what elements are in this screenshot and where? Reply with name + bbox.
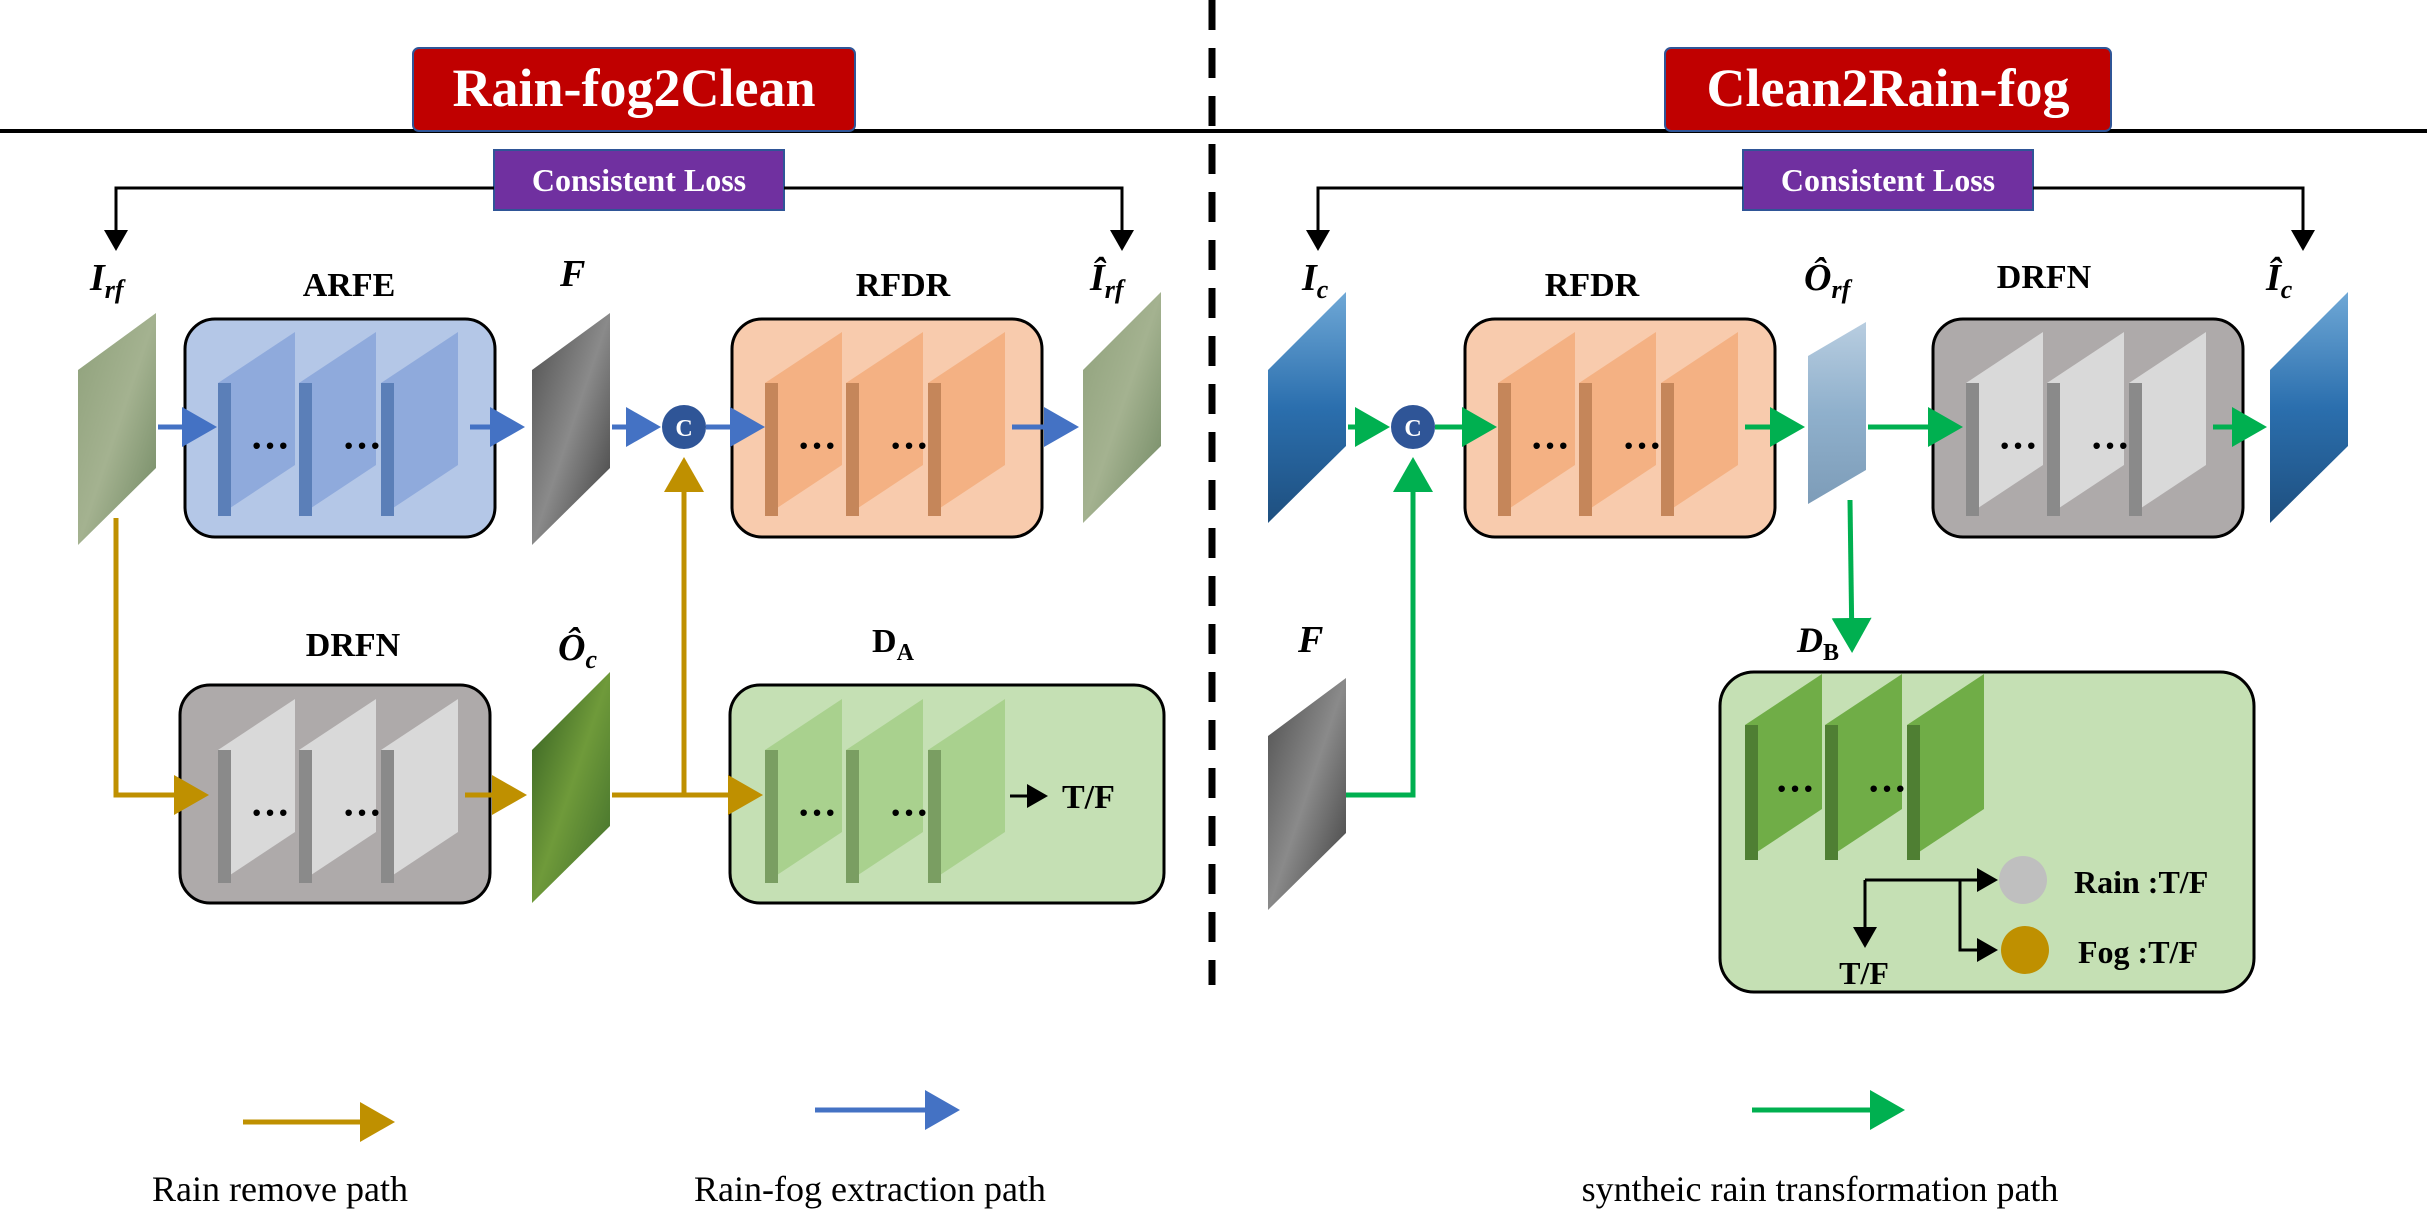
right-drfn-title: DRFN [1997, 259, 2092, 296]
left-panel: Rain-fog2Clean Consistent Loss Irf F Îrf… [78, 47, 1166, 905]
right-clean-input-image [1268, 292, 1346, 523]
right-loss-arrow-left [1306, 186, 1743, 251]
left-loss-label: Consistent Loss [532, 162, 746, 198]
left-concat-label: C [675, 416, 692, 442]
left-rfdr-title: RFDR [856, 267, 951, 304]
right-drfn-dots-2: ··· [2090, 423, 2130, 468]
db-fog-label: Fog :T/F [2078, 934, 2198, 970]
right-drfn-dots-1: ··· [1998, 423, 2038, 468]
green-arrow-mid-to-db [1831, 499, 1872, 653]
right-loss-arrow-right [2033, 186, 2315, 251]
left-feature-label: F [559, 253, 585, 295]
right-feature-map-image [1268, 678, 1346, 910]
right-concat-node [1391, 405, 1435, 449]
left-input-label: Irf [89, 257, 126, 304]
left-clean-label: Ôc [558, 626, 597, 674]
legend-rain-remove-label: Rain remove path [152, 1169, 408, 1209]
right-rfdr-dots-2: ··· [1622, 423, 1662, 468]
left-rfdr-dots-2: ··· [889, 423, 929, 468]
db-dots-2: ··· [1867, 766, 1907, 811]
left-drfn-layers [218, 699, 458, 883]
db-rain-label: Rain :T/F [2074, 864, 2208, 900]
right-rfdr-dots-1: ··· [1530, 423, 1570, 468]
right-synthetic-rain-image [1808, 322, 1866, 504]
arfe-layers [218, 332, 458, 516]
left-feature-map-image [532, 313, 610, 545]
left-clean-output-image [532, 672, 610, 903]
da-dots-1: ··· [797, 790, 837, 835]
gold-arrow-input-to-drfn [113, 518, 209, 815]
right-feature-label: F [1297, 619, 1323, 661]
legend-synthetic-label: syntheic rain transformation path [1582, 1169, 2059, 1209]
right-rfdr-title: RFDR [1545, 267, 1640, 304]
left-loss-box [493, 149, 785, 211]
arfe-dots-1: ··· [250, 423, 290, 468]
fog-indicator-dot [2001, 926, 2049, 974]
right-panel: Clean2Rain-fog Consistent Loss Ic Ôrf Îc… [1268, 47, 2348, 994]
right-output-label: Îc [2265, 257, 2293, 304]
da-title: DA [872, 623, 915, 666]
right-input-label: Ic [1301, 257, 1329, 304]
left-rain-input-image [78, 313, 156, 545]
right-drfn-layers [1966, 332, 2206, 516]
legend-extraction-label: Rain-fog extraction path [694, 1169, 1046, 1209]
left-loss-arrow-right [784, 186, 1134, 251]
left-drfn-dots-2: ··· [342, 790, 382, 835]
left-title: Rain-fog2Clean [453, 58, 816, 118]
right-mid-label: Ôrf [1804, 256, 1853, 304]
left-title-box [412, 47, 856, 132]
right-title: Clean2Rain-fog [1707, 58, 2070, 118]
db-tf-label: T/F [1839, 955, 1889, 991]
da-output-label: T/F [1062, 779, 1115, 816]
left-rfdr-dots-1: ··· [797, 423, 837, 468]
left-concat-node [662, 405, 706, 449]
db-fog-arrow [1958, 880, 1998, 962]
right-loss-label: Consistent Loss [1781, 162, 1995, 198]
left-output-label: Îrf [1089, 257, 1126, 304]
left-rfdr-layers [765, 332, 1005, 516]
left-drfn-title: DRFN [306, 627, 401, 664]
db-dots-1: ··· [1775, 766, 1815, 811]
right-rfdr-layers [1498, 332, 1738, 516]
legend: Rain remove path Rain-fog extraction pat… [152, 1090, 2059, 1209]
left-drfn-dots-1: ··· [250, 790, 290, 835]
db-layers [1745, 674, 1984, 860]
green-arrow-feature-to-concat [1346, 457, 1433, 798]
right-reconstructed-image [2270, 292, 2348, 523]
left-reconstructed-image [1083, 292, 1161, 523]
right-concat-label: C [1404, 416, 1421, 442]
da-layers [765, 699, 1005, 883]
arfe-title: ARFE [303, 267, 396, 304]
arfe-dots-2: ··· [342, 423, 382, 468]
db-title: DB [1796, 620, 1839, 666]
right-title-box [1664, 47, 2112, 132]
da-dots-2: ··· [889, 790, 929, 835]
rain-indicator-dot [1999, 856, 2047, 904]
left-loss-arrow-left [104, 186, 494, 251]
right-loss-box [1742, 149, 2034, 211]
